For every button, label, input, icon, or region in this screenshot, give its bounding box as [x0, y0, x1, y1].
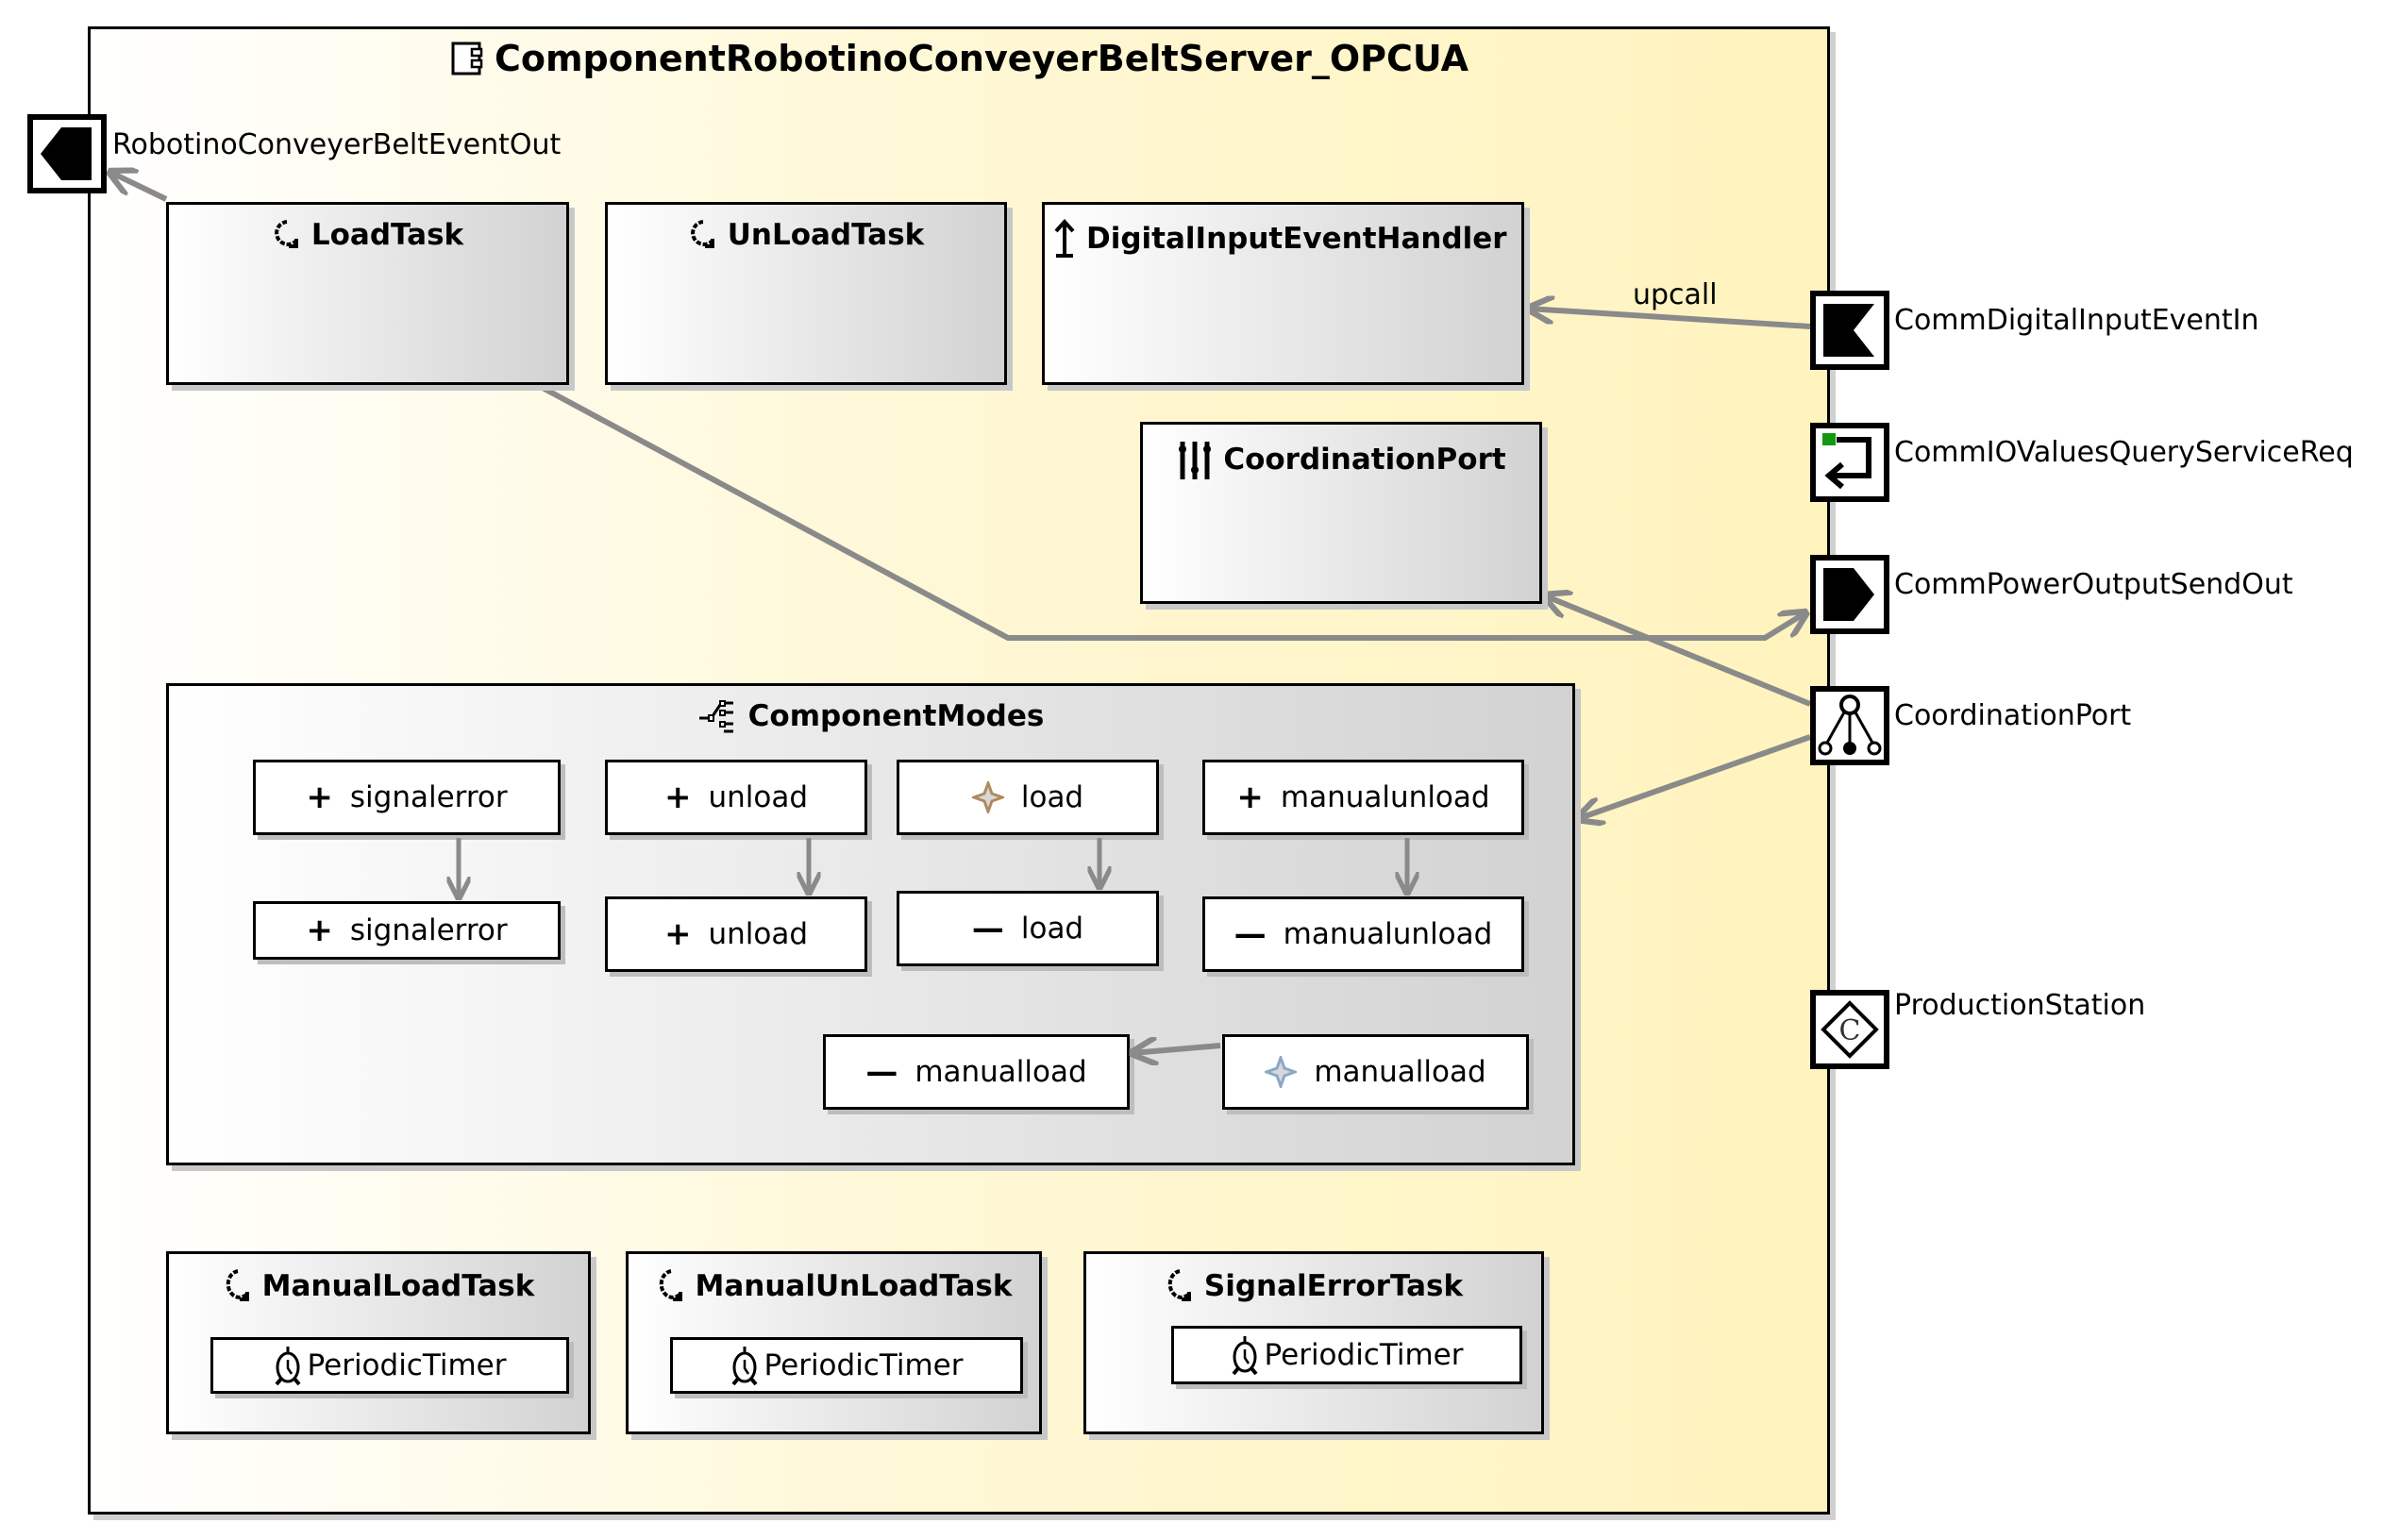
task-cycle-icon	[1167, 1269, 1191, 1301]
task-unloadtask[interactable]: UnLoadTask	[605, 202, 1007, 385]
event-in-icon	[1823, 304, 1874, 357]
mode-arrow-manualload	[1132, 1046, 1221, 1053]
upcall-label: upcall	[1633, 278, 1718, 311]
periodic-timer[interactable]: PeriodicTimer	[1171, 1326, 1522, 1384]
mode-item-unload-plus-2[interactable]: +unload	[605, 896, 867, 972]
connector-loadtask-to-poweroutput[interactable]	[541, 385, 1806, 641]
task-loadtask[interactable]: LoadTask	[166, 202, 569, 385]
connector-coordination-to-modes[interactable]	[1577, 734, 1811, 819]
modes-title: ComponentModes	[169, 699, 1572, 733]
task-title: ManualUnLoadTask	[629, 1267, 1039, 1305]
port-production-station[interactable]: C	[1810, 990, 1889, 1069]
task-title: UnLoadTask	[608, 218, 1004, 252]
mode-item-load-star[interactable]: load	[897, 760, 1159, 835]
task-cycle-icon	[659, 1269, 682, 1301]
port-label: ProductionStation	[1894, 989, 2146, 1022]
mode-item-manualunload-minus[interactable]: —manualunload	[1202, 896, 1524, 972]
mode-item-load-minus[interactable]: —load	[897, 891, 1159, 966]
send-out-icon	[1823, 568, 1874, 621]
port-label: RobotinoConveyerBeltEventOut	[112, 128, 562, 161]
star-brown-icon	[971, 781, 1004, 813]
component-icon	[451, 42, 483, 75]
port-coordination[interactable]	[1810, 686, 1889, 765]
sliders-icon	[1179, 442, 1212, 479]
connector-loadtask-to-eventout[interactable]	[109, 172, 168, 202]
task-cycle-icon	[226, 1269, 249, 1301]
handler-digital-input[interactable]: DigitalInputEventHandler	[1042, 202, 1524, 385]
mode-tree-icon	[698, 700, 733, 733]
connector-eventin-to-handler[interactable]	[1528, 309, 1811, 329]
mode-item-unload-plus[interactable]: +unload	[605, 760, 867, 835]
minus-icon: —	[1233, 915, 1267, 953]
star-blue-icon	[1265, 1056, 1298, 1088]
port-label: CommPowerOutputSendOut	[1894, 568, 2293, 601]
port-label: CoordinationPort	[1894, 699, 2132, 732]
plus-icon: +	[306, 912, 333, 949]
periodic-timer[interactable]: PeriodicTimer	[670, 1337, 1023, 1394]
mode-item-manualunload-plus[interactable]: +manualunload	[1202, 760, 1524, 835]
minus-icon: —	[971, 910, 1004, 947]
coordination-port-icon	[1818, 695, 1882, 756]
coordination-port-inner[interactable]: CoordinationPort	[1140, 422, 1542, 604]
task-manualunloadtask[interactable]: ManualUnLoadTask PeriodicTimer	[626, 1251, 1042, 1434]
minus-icon: —	[865, 1053, 898, 1091]
port-robotino-event-out[interactable]	[27, 114, 107, 193]
event-out-icon	[41, 127, 92, 180]
mode-item-manualload-star[interactable]: manualload	[1222, 1034, 1529, 1110]
task-manualloadtask[interactable]: ManualLoadTask PeriodicTimer	[166, 1251, 591, 1434]
plus-icon: +	[306, 778, 333, 816]
timer-icon	[1231, 1336, 1258, 1376]
port-comm-power-output-send-out[interactable]	[1810, 555, 1889, 634]
svg-text:C: C	[1839, 1014, 1861, 1047]
timer-icon	[730, 1347, 758, 1386]
task-cycle-icon	[690, 220, 714, 248]
upcall-handler-icon	[1054, 219, 1075, 258]
component-title: ComponentRobotinoConveyerBeltServer_OPCU…	[88, 38, 1830, 79]
port-comm-digital-input-event-in[interactable]	[1810, 291, 1889, 370]
mode-item-manualload-minus[interactable]: —manualload	[823, 1034, 1130, 1110]
component-title-text: ComponentRobotinoConveyerBeltServer_OPCU…	[494, 38, 1469, 79]
task-cycle-icon	[275, 220, 298, 248]
task-signalerrortask[interactable]: SignalErrorTask PeriodicTimer	[1083, 1251, 1544, 1434]
periodic-timer[interactable]: PeriodicTimer	[210, 1337, 569, 1394]
mode-item-signalerror-plus[interactable]: +signalerror	[253, 760, 561, 835]
task-title: SignalErrorTask	[1086, 1267, 1541, 1305]
port-label: CommIOValuesQueryServiceReq	[1894, 436, 2354, 469]
port-comm-io-values-query-service-req[interactable]	[1810, 423, 1889, 502]
query-request-icon	[1822, 433, 1871, 490]
connector-coordination-to-inner[interactable]	[1544, 595, 1812, 707]
coordination-title: CoordinationPort	[1143, 438, 1539, 481]
mode-item-signalerror-plus-2[interactable]: +signalerror	[253, 901, 561, 960]
handler-title: DigitalInputEventHandler	[1045, 218, 1521, 259]
plus-icon: +	[1236, 778, 1264, 816]
parameter-c-icon: C	[1821, 1000, 1879, 1059]
task-title: ManualLoadTask	[169, 1267, 588, 1305]
timer-icon	[274, 1347, 301, 1386]
plus-icon: +	[663, 778, 692, 816]
port-label: CommDigitalInputEventIn	[1894, 304, 2259, 337]
plus-icon: +	[663, 915, 692, 953]
task-title: LoadTask	[169, 218, 566, 252]
